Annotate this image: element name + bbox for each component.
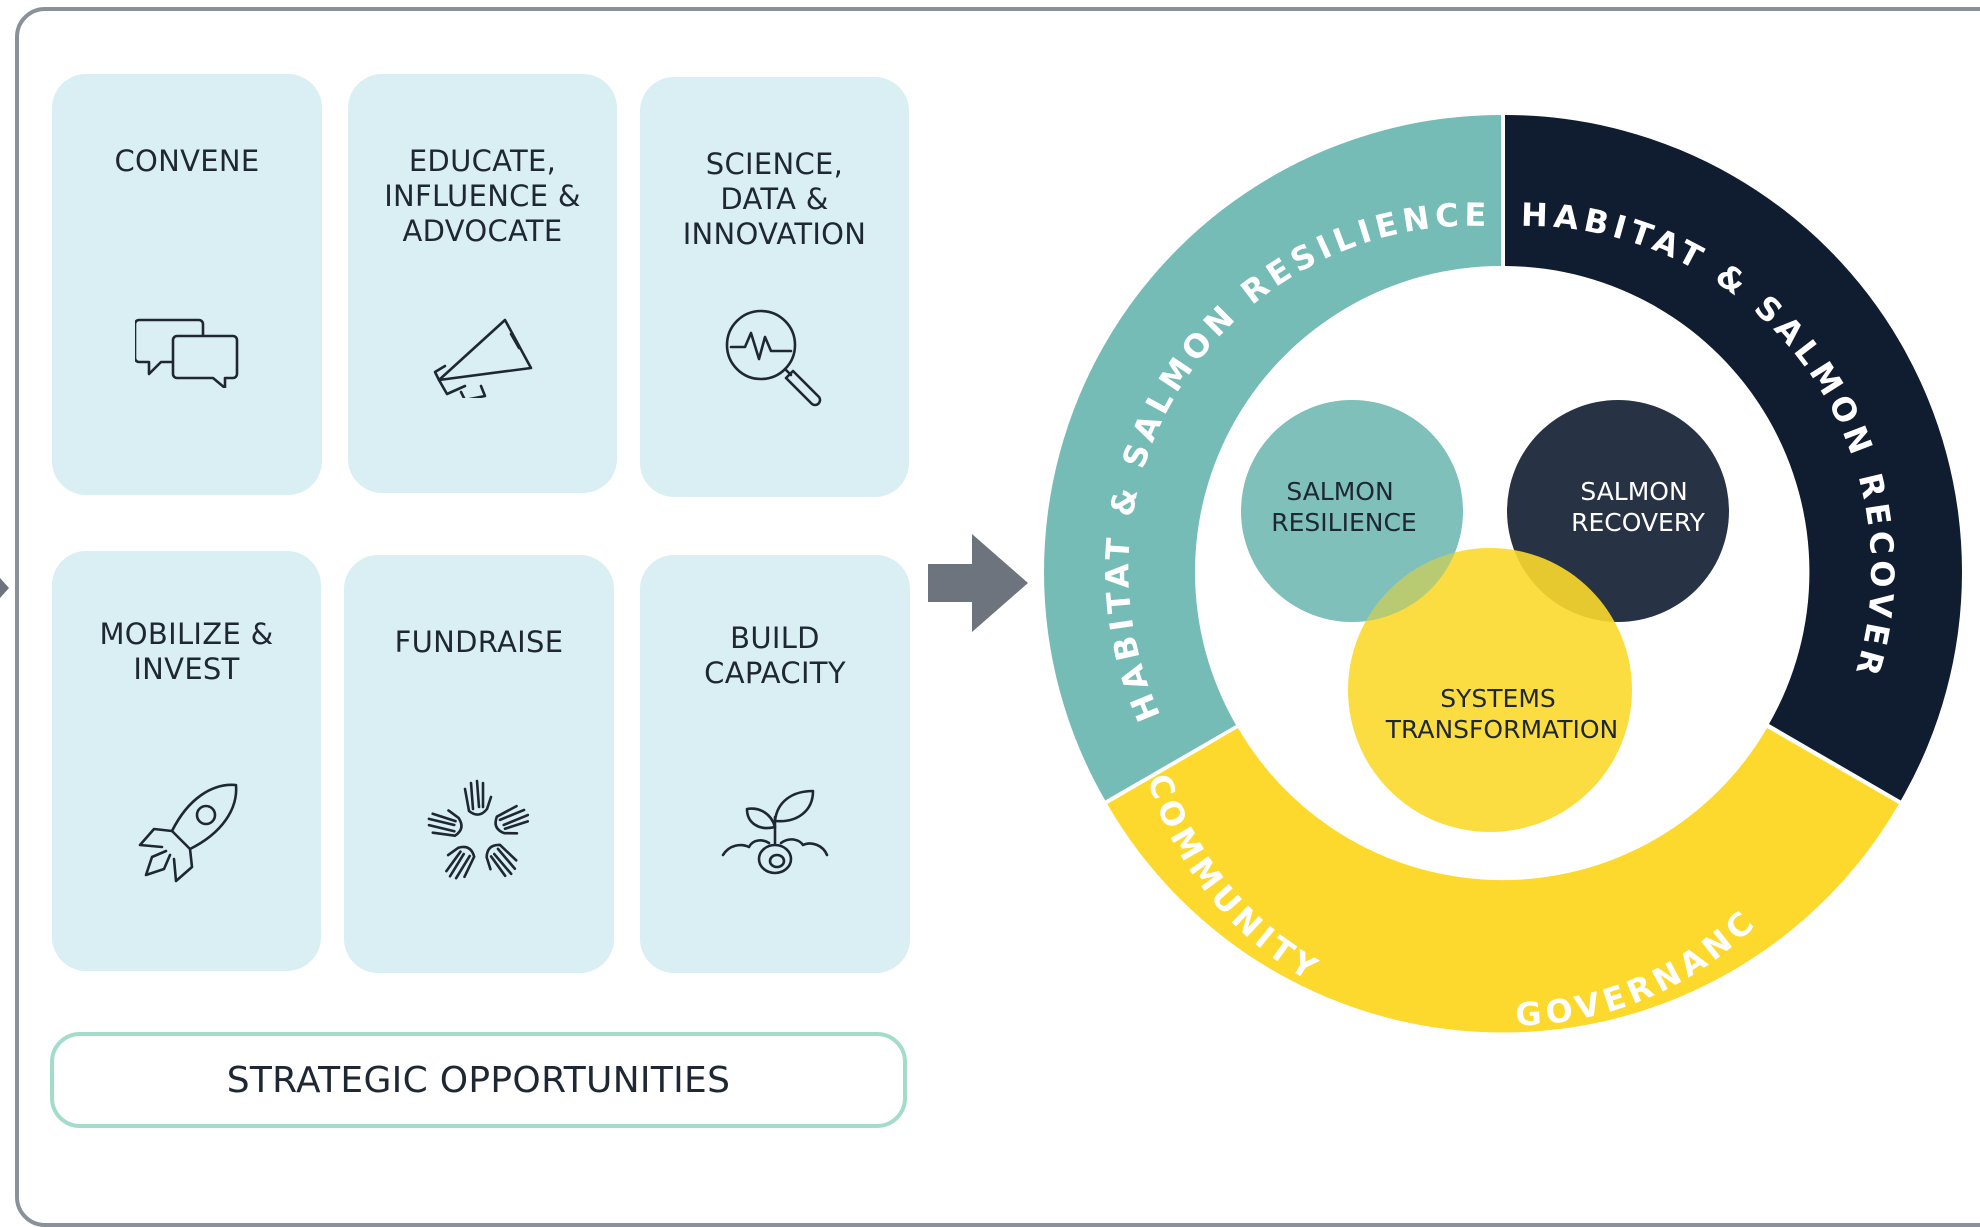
venn-overlap-shade xyxy=(1241,400,1463,622)
card-title-fundraise: FUNDRAISE xyxy=(394,625,564,659)
card-fundraise: FUNDRAISE xyxy=(344,555,614,973)
venn-label-systems: SYSTEMS TRANSFORMATION xyxy=(1385,684,1618,744)
strategic-opportunities-label: STRATEGIC OPPORTUNITIES xyxy=(50,1032,907,1128)
card-title-educate: EDUCATE, INFLUENCE & ADVOCATE xyxy=(384,144,581,248)
card-title-mobilize: MOBILIZE & INVEST xyxy=(99,617,274,686)
venn-circle-salmon-recovery xyxy=(1507,400,1729,622)
card-educate: EDUCATE, INFLUENCE & ADVOCATE xyxy=(348,74,617,493)
right-arrow-icon xyxy=(928,534,1028,632)
card-mobilize: MOBILIZE & INVEST xyxy=(52,551,321,971)
strategy-ring-diagram: HABITAT & SALMON RESILIENCE HABITAT & SA… xyxy=(1020,100,1963,1034)
ring-segment-resilience xyxy=(1043,115,1501,801)
venn-circle-salmon-resilience xyxy=(1241,400,1463,622)
magnifier-pulse-icon xyxy=(723,307,827,411)
card-title-build-capacity: BUILD CAPACITY xyxy=(704,621,846,690)
venn-label-resilience: SALMON RESILIENCE xyxy=(1271,477,1416,537)
card-title-convene: CONVENE xyxy=(114,144,260,178)
frame-notch-arrow xyxy=(0,578,9,598)
venn-label-recovery: SALMON RECOVERY xyxy=(1571,477,1706,537)
ring-segment-community-governance xyxy=(1107,728,1899,1033)
venn-circle-systems-transformation xyxy=(1348,548,1632,832)
hands-circle-icon xyxy=(421,777,537,889)
card-title-science: SCIENCE, DATA & INNOVATION xyxy=(682,147,867,251)
chat-bubbles-icon xyxy=(135,314,239,388)
ring-segment-recovery xyxy=(1505,115,1963,801)
card-convene: CONVENE xyxy=(52,74,322,495)
seedling-icon xyxy=(719,783,831,879)
card-science: SCIENCE, DATA & INNOVATION xyxy=(640,77,909,497)
rocket-icon xyxy=(132,779,242,889)
card-build-capacity: BUILD CAPACITY xyxy=(640,555,910,973)
megaphone-icon xyxy=(431,314,535,398)
